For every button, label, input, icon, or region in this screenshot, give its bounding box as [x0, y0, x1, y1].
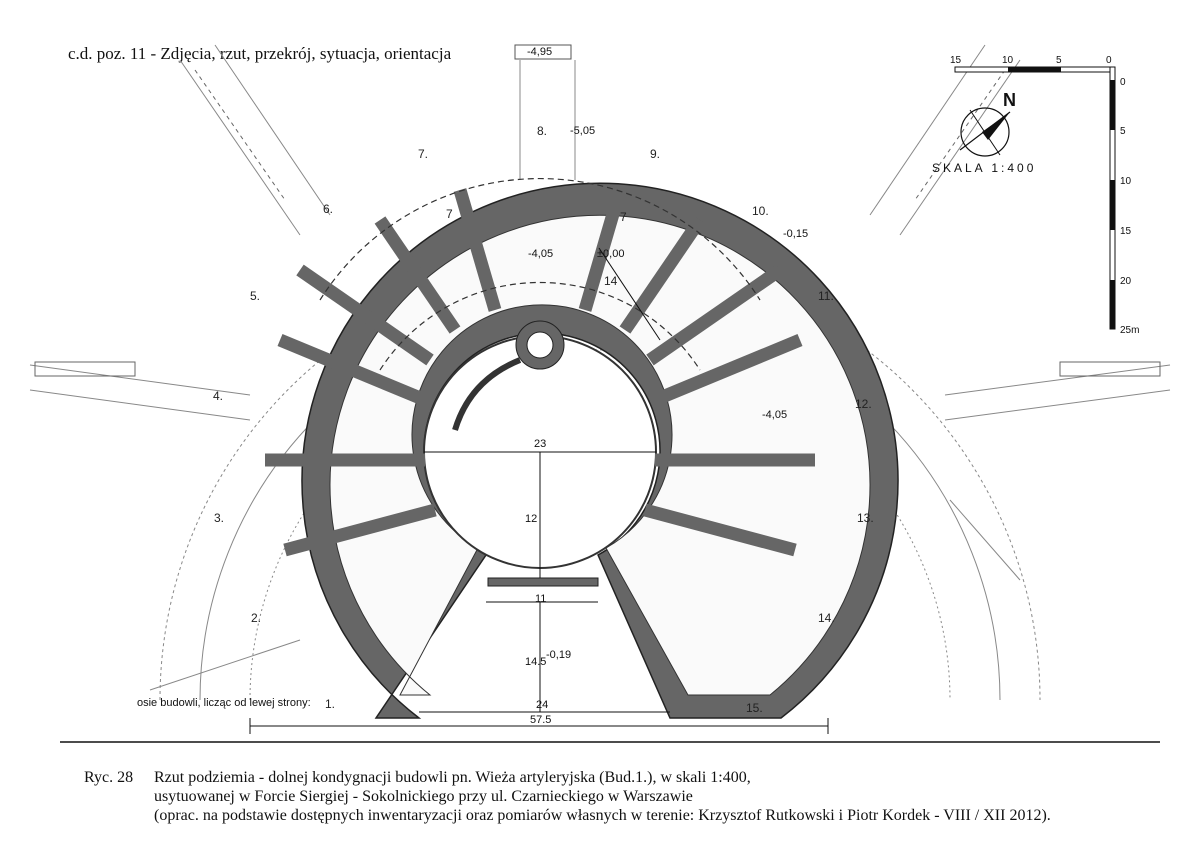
level-bottom: -0,19	[546, 649, 571, 661]
axis-6: 6.	[323, 202, 333, 216]
axis-9: 9.	[650, 147, 660, 161]
dim-radius: 12	[525, 513, 537, 525]
axis-13: 13.	[857, 511, 874, 525]
level-inner-left: -4,05	[528, 248, 553, 260]
axis-labels: 1. 2. 3. 4. 5. 6. 7. 8. 9. 10. 11. 12. 1…	[213, 124, 874, 715]
level-top: -4,95	[527, 46, 552, 58]
caption-line-1: Rzut podziemia - dolnej kondygnacji budo…	[154, 769, 751, 786]
vault-lines	[319, 177, 761, 371]
dim-gap-inner: 11	[535, 593, 546, 605]
scale-bars: 15 10 5 0 0 5 10 15 20 25m	[950, 55, 1139, 336]
axis-1: 1.	[325, 697, 335, 711]
room-14: 14	[604, 274, 618, 288]
scale-label: SKALA 1:400	[932, 161, 1036, 175]
level-right-upper: -0,15	[783, 228, 808, 240]
axis-3: 3.	[214, 511, 224, 525]
axis-4: 4.	[213, 389, 223, 403]
vscale-20: 20	[1120, 276, 1132, 287]
corridor-hatch	[34, 69, 1161, 377]
axis-11: 11.	[818, 289, 834, 303]
dim-gap-outer: 24	[536, 699, 548, 711]
figure-caption: Ryc. 28 Rzut podziemia - dolnej kondygnac…	[84, 768, 1051, 825]
hscale-5: 5	[1056, 55, 1062, 66]
partition-walls	[265, 188, 815, 557]
level-inner-right: ±0,00	[597, 248, 624, 260]
axis-2: 2.	[251, 611, 261, 625]
vscale-15: 15	[1120, 226, 1132, 237]
north-label: N	[1003, 90, 1016, 110]
dim-diameter: 23	[534, 438, 546, 450]
top-entry	[514, 44, 572, 60]
axis-5: 5.	[250, 289, 260, 303]
axis-10: 10.	[752, 204, 769, 218]
room-7a: 7	[446, 207, 453, 221]
hscale-10: 10	[1002, 55, 1014, 66]
vscale-0: 0	[1120, 77, 1126, 88]
dim-overall: 57.5	[530, 714, 551, 726]
axis-15: 15.	[746, 701, 763, 715]
room-7b: 7	[620, 210, 627, 224]
axis-12: 12.	[855, 397, 872, 411]
level-right-mid: -4,05	[762, 409, 787, 421]
caption-line-2: usytuowanej w Forcie Siergiej - Sokolnic…	[154, 788, 693, 805]
axis-7: 7.	[418, 147, 428, 161]
hscale-15: 15	[950, 55, 962, 66]
axis-14: 14.	[818, 611, 835, 625]
axes-legend-note: osie budowli, licząc od lewej strony:	[137, 697, 311, 709]
vscale-10: 10	[1120, 176, 1132, 187]
hscale-0: 0	[1106, 55, 1112, 66]
vscale-5: 5	[1120, 126, 1126, 137]
header-title: c.d. poz. 11 - Zdjęcia, rzut, przekrój, …	[68, 44, 452, 63]
vscale-25: 25m	[1120, 325, 1139, 336]
north-arrow: N SKALA 1:400	[932, 90, 1036, 175]
spiral-stair	[452, 320, 565, 431]
dim-gap-v: 14.5	[525, 656, 546, 668]
caption-line-3: (oprac. na podstawie dostępnych inwentar…	[154, 807, 1051, 824]
level-pos8: -5,05	[570, 125, 595, 137]
dimension-lines	[249, 247, 829, 734]
caption-number: Ryc. 28	[84, 769, 134, 786]
axis-8: 8.	[537, 124, 547, 138]
